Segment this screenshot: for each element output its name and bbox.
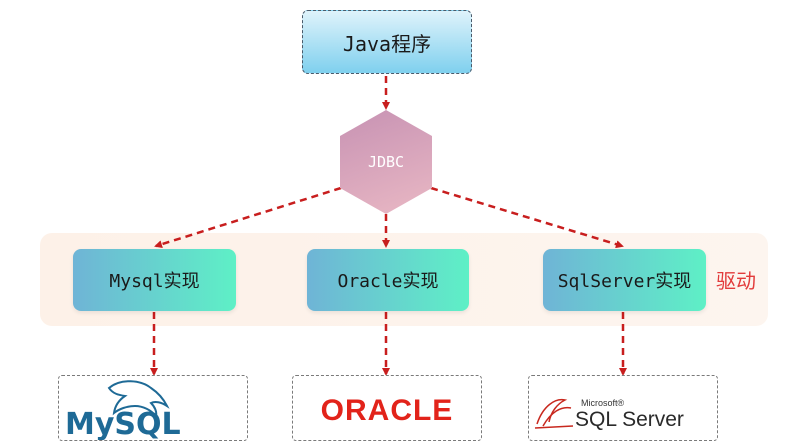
java-program-label: Java程序: [342, 31, 432, 56]
mysql-logo-box: MySQL: [58, 375, 248, 442]
sqlserver-impl-box: SqlServer实现: [543, 249, 706, 311]
sqlserver-logo: Microsoft® SQL Server: [534, 398, 684, 431]
oracle-impl-box: Oracle实现: [307, 249, 469, 311]
sqlserver-impl-label: SqlServer实现: [557, 271, 692, 292]
java-program-box: Java程序: [302, 10, 472, 74]
mysql-impl-label: Mysql实现: [109, 271, 200, 292]
mysql-logo-text: MySQL: [65, 407, 181, 440]
oracle-logo-box: ORACLE: [292, 375, 482, 441]
arrow-jdbc-mysql: [154, 186, 342, 249]
arrow-jdbc-sqlserver: [430, 186, 624, 249]
sqlserver-microsoft-text: Microsoft®: [581, 398, 625, 408]
oracle-logo-text: ORACLE: [321, 394, 454, 427]
driver-label: 驱动: [716, 269, 756, 293]
jdbc-hexagon: JDBC: [340, 110, 432, 214]
mysql-impl-box: Mysql实现: [73, 249, 236, 311]
mysql-logo: MySQL: [65, 380, 181, 442]
dolphin-icon: [107, 380, 170, 419]
jdbc-label: JDBC: [367, 153, 405, 171]
oracle-impl-label: Oracle实现: [337, 271, 439, 292]
sqlserver-logo-box: Microsoft® SQL Server: [528, 375, 718, 441]
sqlserver-swirl-icon: [534, 398, 574, 429]
oracle-logo: ORACLE: [321, 394, 454, 427]
sqlserver-logo-text: SQL Server: [575, 408, 684, 431]
